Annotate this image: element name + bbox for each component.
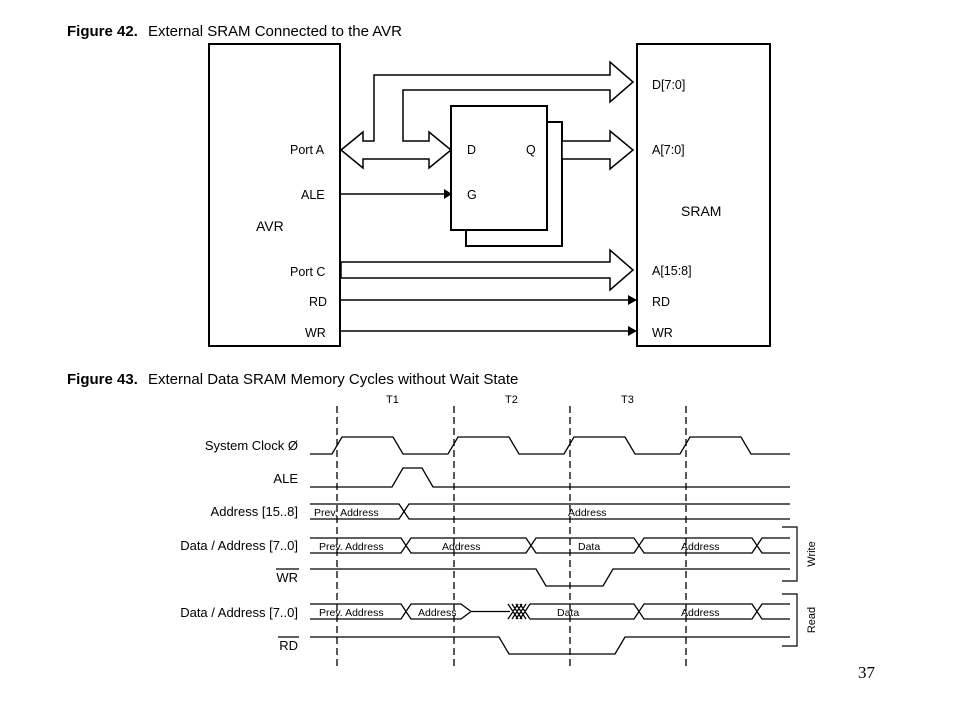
addr-hi-value-1: Address — [568, 507, 607, 519]
figure42-caption-number: Figure 42. — [67, 23, 138, 40]
page-number: 37 — [858, 663, 876, 682]
data-write-value-0: Prev. Address — [319, 541, 384, 553]
write-group-label: Write — [806, 541, 818, 566]
figure42-caption-title: External SRAM Connected to the AVR — [148, 23, 402, 40]
signal-label-rd: RD — [279, 638, 298, 653]
latch-block — [450, 105, 563, 247]
avr-pin-wr: WR — [305, 326, 326, 340]
avr-pin-port-c: Port C — [290, 265, 325, 279]
avr-label: AVR — [256, 218, 284, 234]
data-write-value-2: Data — [578, 541, 600, 553]
data-read-value-3: Address — [681, 607, 720, 619]
latch-g-label: G — [467, 188, 477, 202]
data-read-value-1: Address — [418, 607, 457, 619]
data-write-value-3: Address — [681, 541, 720, 553]
data-write-bus — [310, 537, 790, 554]
signal-label-addr-hi: Address [15..8] — [211, 504, 298, 519]
sram-pin-rd: RD — [652, 295, 670, 309]
data-read-value-0: Prev. Address — [319, 607, 384, 619]
ale-arrowhead — [444, 189, 452, 199]
addr-hi-value-0: Prev. Address — [314, 507, 379, 519]
sram-pin-d: D[7:0] — [652, 78, 685, 92]
ale-waveform — [310, 467, 790, 488]
read-group-label: Read — [806, 607, 818, 633]
data-write-value-1: Address — [442, 541, 481, 553]
port-a-bus-arrow — [339, 60, 635, 170]
phase-label-t2: T2 — [505, 394, 518, 406]
write-bracket — [782, 526, 798, 582]
wr-waveform — [310, 568, 790, 587]
signal-label-ale: ALE — [273, 471, 298, 486]
sram-label: SRAM — [681, 203, 721, 219]
latch-q-label: Q — [526, 143, 536, 157]
latch-d-label: D — [467, 143, 476, 157]
avr-block — [208, 43, 341, 347]
data-read-bus — [310, 603, 790, 620]
signal-label-data-write: Data / Address [7..0] — [180, 538, 298, 553]
phase-label-t3: T3 — [621, 394, 634, 406]
signal-label-clock: System Clock Ø — [205, 438, 298, 453]
avr-pin-rd: RD — [309, 295, 327, 309]
rd-arrowhead — [628, 295, 637, 305]
latch-q-bus-arrow — [561, 129, 635, 171]
avr-pin-port-a: Port A — [290, 143, 325, 157]
sram-pin-wr: WR — [652, 326, 673, 340]
sram-pin-a-low: A[7:0] — [652, 143, 685, 157]
phase-label-t1: T1 — [386, 394, 399, 406]
signal-label-data-read: Data / Address [7..0] — [180, 605, 298, 620]
addr-hi-bus — [310, 503, 790, 520]
data-read-value-2: Data — [557, 607, 579, 619]
wr-arrowhead — [628, 326, 637, 336]
read-bracket — [782, 593, 798, 647]
figure43-caption-title: External Data SRAM Memory Cycles without… — [148, 371, 518, 388]
avr-pin-ale: ALE — [301, 188, 325, 202]
port-c-bus-arrow — [340, 248, 635, 292]
sram-block — [636, 43, 771, 347]
sram-pin-a-high: A[15:8] — [652, 264, 692, 278]
signal-label-wr: WR — [276, 570, 298, 585]
figure43-caption-number: Figure 43. — [67, 371, 138, 388]
rd-waveform — [310, 636, 790, 655]
clock-waveform — [310, 436, 790, 455]
